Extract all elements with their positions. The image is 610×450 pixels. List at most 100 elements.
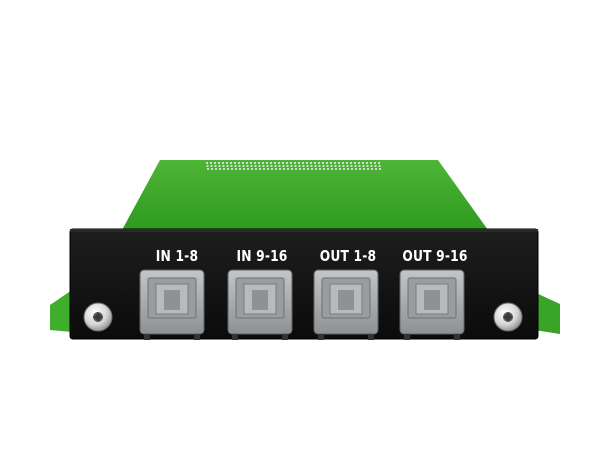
port-label-out-9-16: OUT 9-16 <box>402 247 468 265</box>
connector-pin <box>294 162 296 164</box>
connector-pin <box>235 168 237 170</box>
connector-pin <box>338 165 341 167</box>
connector-pin <box>354 165 357 167</box>
connector-pin <box>351 168 353 170</box>
connector-pin <box>234 162 236 164</box>
connector-pin <box>335 168 337 170</box>
connector-pin <box>359 168 361 170</box>
connector-pin <box>274 162 276 164</box>
connector-pin <box>255 168 257 170</box>
connector-pin <box>219 168 221 170</box>
connector-pin <box>226 165 229 167</box>
connector-pin <box>258 165 261 167</box>
connector-pin <box>254 165 257 167</box>
connector-pin <box>374 162 376 164</box>
connector-pin <box>218 165 221 167</box>
connector-pin <box>250 165 253 167</box>
connector-pin <box>291 168 293 170</box>
connector-pin <box>266 165 269 167</box>
connector-pin <box>366 165 369 167</box>
connector-pin <box>362 165 365 167</box>
connector-pin <box>279 168 281 170</box>
connector-pin <box>227 168 229 170</box>
connector-pin <box>211 168 213 170</box>
connector-pin <box>266 162 268 164</box>
connector-pin <box>310 162 312 164</box>
connector-pin <box>355 168 357 170</box>
connector-pin <box>282 165 285 167</box>
connector-pin <box>311 168 313 170</box>
connector-pin <box>295 168 297 170</box>
connector-pin <box>378 162 380 164</box>
connector-pin <box>282 162 284 164</box>
connector-pin <box>283 168 285 170</box>
connector-pin <box>326 165 329 167</box>
connector-pin <box>290 162 292 164</box>
connector-pin <box>298 162 300 164</box>
connector-pin <box>306 162 308 164</box>
connector-pin <box>210 162 212 164</box>
connector-pin <box>231 168 233 170</box>
connector-pin <box>379 168 381 170</box>
pcb-board <box>122 160 488 230</box>
connector-pin <box>258 162 260 164</box>
connector-pin <box>275 168 277 170</box>
connector-pin <box>322 162 324 164</box>
connector-pin <box>270 165 273 167</box>
connector-pin <box>374 165 377 167</box>
connector-pin <box>263 168 265 170</box>
connector-pin <box>230 165 233 167</box>
connector-pin <box>238 165 241 167</box>
port-out-1-8 <box>313 269 379 340</box>
port-in-1-8 <box>139 269 205 340</box>
connector-pin <box>347 168 349 170</box>
connector-pin <box>302 165 305 167</box>
connector-pin <box>247 168 249 170</box>
connector-pin <box>318 165 321 167</box>
port-label-in-1-8: IN 1-8 <box>155 247 199 265</box>
connector-pin <box>287 168 289 170</box>
connector-pin <box>262 165 265 167</box>
connector-pin <box>222 165 225 167</box>
connector-pin <box>358 162 360 164</box>
port-out-9-16 <box>399 269 465 340</box>
connector-pin <box>330 162 332 164</box>
connector-pin <box>327 168 329 170</box>
connector-pin <box>214 162 216 164</box>
connector-pin <box>270 162 272 164</box>
connector-pin <box>298 165 301 167</box>
connector-pin <box>262 162 264 164</box>
connector-pin <box>306 165 309 167</box>
connector-pin <box>338 162 340 164</box>
pcb-left-tab <box>50 290 72 332</box>
connector-pin <box>206 162 208 164</box>
connector-pin <box>371 168 373 170</box>
connector-pin <box>251 168 253 170</box>
connector-pin <box>246 162 248 164</box>
connector-pin <box>267 168 269 170</box>
port-label-out-1-8: OUT 1-8 <box>319 247 377 265</box>
connector-pin <box>307 168 309 170</box>
connector-pin <box>367 168 369 170</box>
connector-pin <box>310 165 313 167</box>
connector-pin <box>346 162 348 164</box>
connector-pin <box>215 168 217 170</box>
connector-pin <box>318 162 320 164</box>
connector-pin <box>290 165 293 167</box>
connector-pin <box>322 165 325 167</box>
connector-pin <box>259 168 261 170</box>
connector-pin <box>226 162 228 164</box>
connector-pin <box>243 168 245 170</box>
connector-pin <box>294 165 297 167</box>
connector-pin <box>303 168 305 170</box>
connector-pin <box>242 165 245 167</box>
connector-pin <box>271 168 273 170</box>
connector-pin <box>363 168 365 170</box>
connector-pin <box>366 162 368 164</box>
connector-pin <box>343 168 345 170</box>
connector-pin <box>326 162 328 164</box>
connector-pin <box>214 165 217 167</box>
connector-pin <box>350 162 352 164</box>
connector-pin <box>242 162 244 164</box>
connector-pin <box>378 165 381 167</box>
